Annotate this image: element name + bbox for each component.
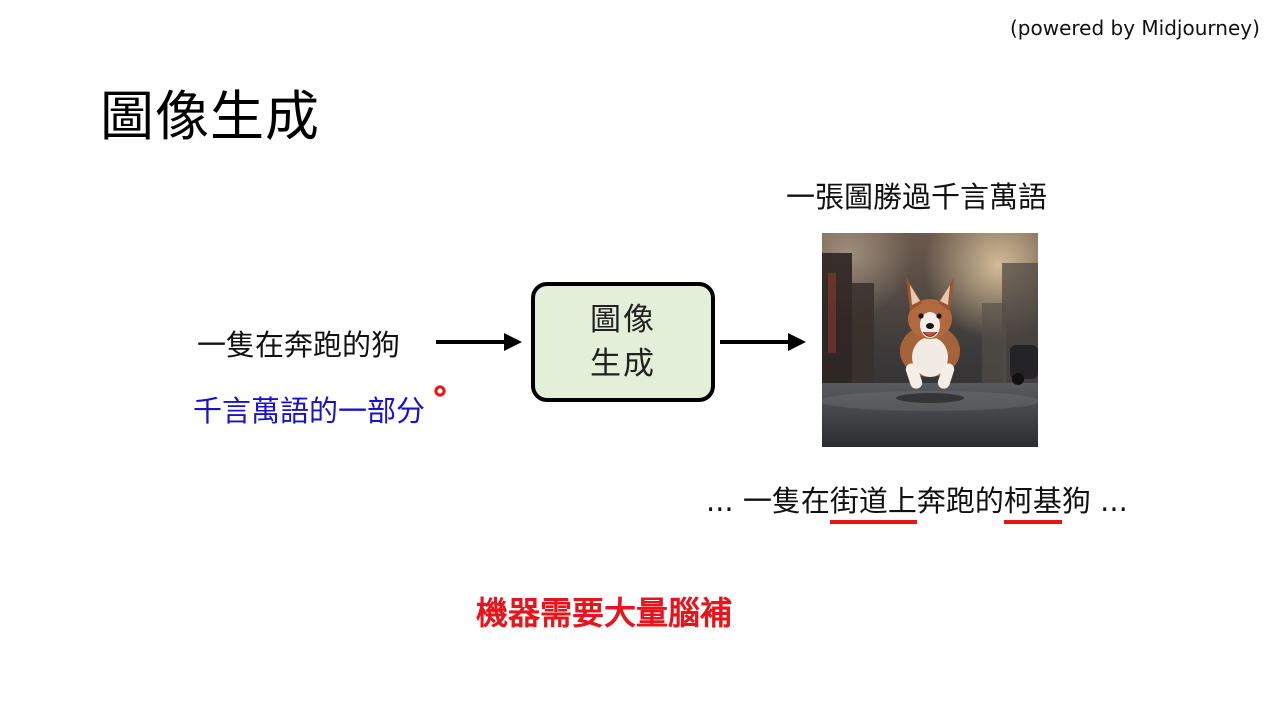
image-generation-box: 圖像 生成 bbox=[531, 282, 715, 402]
highlight-street: 街道上 bbox=[829, 478, 917, 524]
laser-pointer-icon bbox=[434, 385, 446, 397]
right-arrow-icon bbox=[720, 333, 806, 351]
caption-bottom-middle: 奔跑的 bbox=[916, 484, 1004, 518]
highlight-corgi: 柯基 bbox=[1003, 478, 1062, 524]
midjourney-credit: (powered by Midjourney) bbox=[1010, 16, 1260, 40]
image-generation-label: 圖像 生成 bbox=[590, 302, 656, 382]
caption-bottom-prefix: ... 一隻在 bbox=[706, 484, 830, 518]
conclusion-text: 機器需要大量腦補 bbox=[476, 594, 733, 632]
generated-dog-image bbox=[822, 233, 1038, 447]
caption-top: 一張圖勝過千言萬語 bbox=[786, 180, 1048, 214]
slide-title: 圖像生成 bbox=[100, 85, 320, 148]
input-prompt-text: 一隻在奔跑的狗 bbox=[197, 328, 401, 362]
right-arrow-icon bbox=[436, 333, 522, 351]
note-text: 千言萬語的一部分 bbox=[193, 394, 426, 428]
caption-bottom: ... 一隻在街道上奔跑的柯基狗 ... bbox=[706, 478, 1128, 524]
caption-bottom-suffix: 狗 ... bbox=[1061, 484, 1128, 518]
